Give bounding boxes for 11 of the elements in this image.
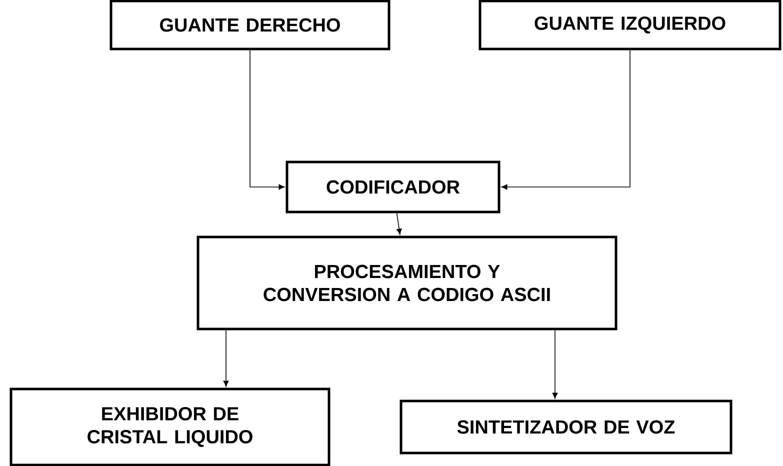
process-box: EXHIBIDOR DE CRISTAL LIQUIDO xyxy=(10,388,330,466)
process-box: CODIFICADOR xyxy=(286,160,500,214)
process-box: GUANTE IZQUIERDO xyxy=(478,0,782,50)
arrow xyxy=(250,50,285,190)
process-box: GUANTE DERECHO xyxy=(110,0,390,50)
arrow xyxy=(396,212,402,235)
arrow xyxy=(223,330,229,387)
arrow xyxy=(501,50,630,190)
process-box: SINTETIZADOR DE VOZ xyxy=(400,400,732,454)
arrow xyxy=(552,330,558,399)
process-box: PROCESAMIENTO Y CONVERSION A CODIGO ASCII xyxy=(196,236,618,330)
